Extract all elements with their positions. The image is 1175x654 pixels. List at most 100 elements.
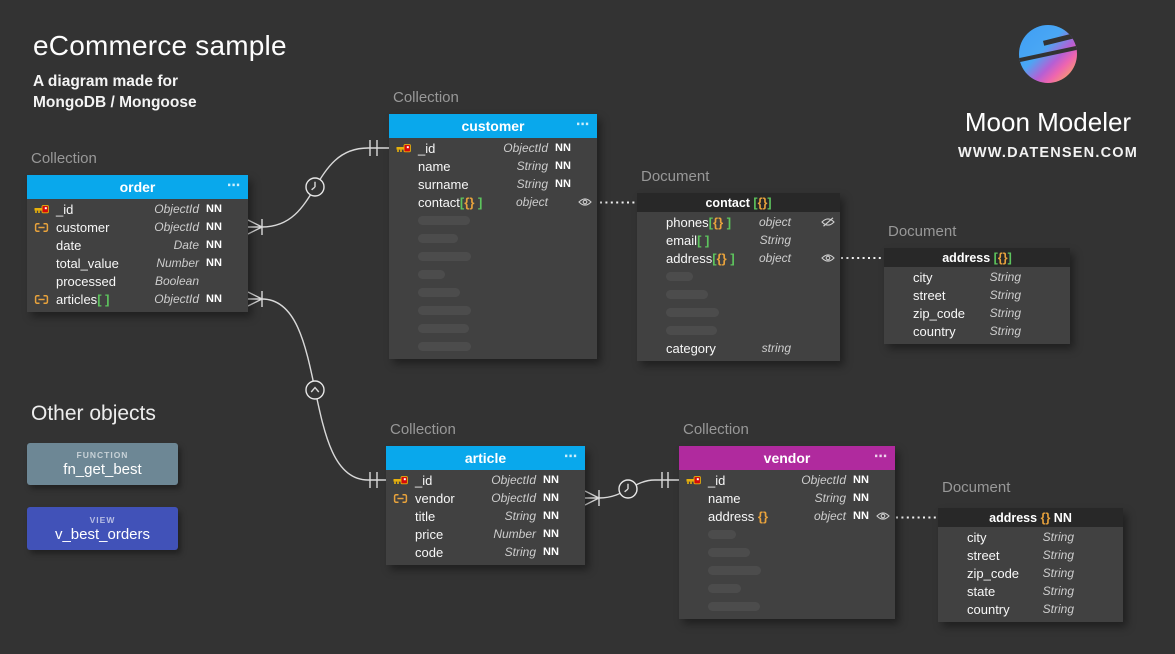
- field-name: address[{} ]: [666, 250, 735, 266]
- field-type: ObjectId: [503, 141, 548, 155]
- field-type: String: [1042, 584, 1074, 598]
- object-type-label: FUNCTION: [76, 450, 129, 460]
- field-type: String: [516, 159, 548, 173]
- table-menu-button[interactable]: ⋯: [874, 448, 888, 464]
- field-name: code: [415, 544, 444, 560]
- field-name: email[ ]: [666, 232, 710, 248]
- eye-icon[interactable]: [575, 197, 595, 207]
- field-type: ObjectId: [154, 202, 199, 216]
- field-type: Number: [493, 527, 536, 541]
- field-name: _id: [415, 472, 433, 488]
- other-objects-heading: Other objects: [31, 402, 156, 425]
- collapsed-field-row: [389, 247, 597, 265]
- table-header[interactable]: address [{}]: [884, 248, 1070, 267]
- field-placeholder: [708, 529, 736, 539]
- table-header[interactable]: order ⋯: [27, 175, 248, 199]
- table-title: customer: [461, 118, 525, 134]
- object-kind-label: Document: [888, 223, 957, 240]
- table-header[interactable]: address {} NN: [938, 508, 1123, 527]
- eye-slash-icon[interactable]: [818, 217, 838, 227]
- table-menu-button[interactable]: ⋯: [227, 177, 241, 193]
- relationship-clock-icon[interactable]: [618, 479, 638, 499]
- field-placeholder: [666, 325, 717, 335]
- field-name: surname: [418, 176, 469, 192]
- primary-key-icon: [32, 204, 56, 215]
- table-header[interactable]: contact [{}]: [637, 193, 840, 212]
- field-type: ObjectId: [491, 491, 536, 505]
- function-fn-get-best[interactable]: FUNCTION fn_get_best: [27, 443, 178, 485]
- field-type: String: [504, 509, 536, 523]
- field-row-address[interactable]: address[{} ]object: [637, 249, 840, 267]
- collapsed-field-row: [637, 267, 840, 285]
- field-row-phones[interactable]: phones[{} ]object: [637, 213, 840, 231]
- collapsed-field-row: [637, 303, 840, 321]
- field-name: name: [708, 490, 741, 506]
- field-row-email[interactable]: email[ ]String: [637, 231, 840, 249]
- not-null-flag: NN: [206, 203, 222, 215]
- field-name: name: [418, 158, 451, 174]
- field-name: category: [666, 340, 716, 356]
- field-type: String: [1042, 548, 1074, 562]
- table-menu-button[interactable]: ⋯: [564, 448, 578, 464]
- brand-name: Moon Modeler: [964, 107, 1132, 137]
- table-header[interactable]: customer ⋯: [389, 114, 597, 138]
- not-null-flag: NN: [543, 474, 559, 486]
- object-kind-label: Document: [641, 168, 710, 185]
- table-menu-button[interactable]: ⋯: [576, 116, 590, 132]
- eye-icon[interactable]: [818, 253, 838, 263]
- field-type: String: [989, 270, 1021, 284]
- relationship-clock-icon[interactable]: [305, 177, 325, 197]
- collapsed-field-row: [679, 597, 895, 615]
- collapsed-field-row: [389, 211, 597, 229]
- field-name: title: [415, 508, 436, 524]
- table-title: order: [119, 179, 156, 195]
- field-name: street: [913, 287, 946, 303]
- table-header[interactable]: article ⋯: [386, 446, 585, 470]
- field-row-contact[interactable]: contact[{} ]object: [389, 193, 597, 211]
- relationship-chevron-icon[interactable]: [305, 380, 325, 400]
- field-name: city: [967, 529, 987, 545]
- table-header[interactable]: vendor ⋯: [679, 446, 895, 470]
- object-kind-label: Collection: [31, 150, 97, 167]
- field-placeholder: [708, 583, 741, 593]
- eye-icon[interactable]: [873, 511, 893, 521]
- view-v-best-orders[interactable]: VIEW v_best_orders: [27, 507, 178, 550]
- relationship-article-vendor: [584, 472, 679, 506]
